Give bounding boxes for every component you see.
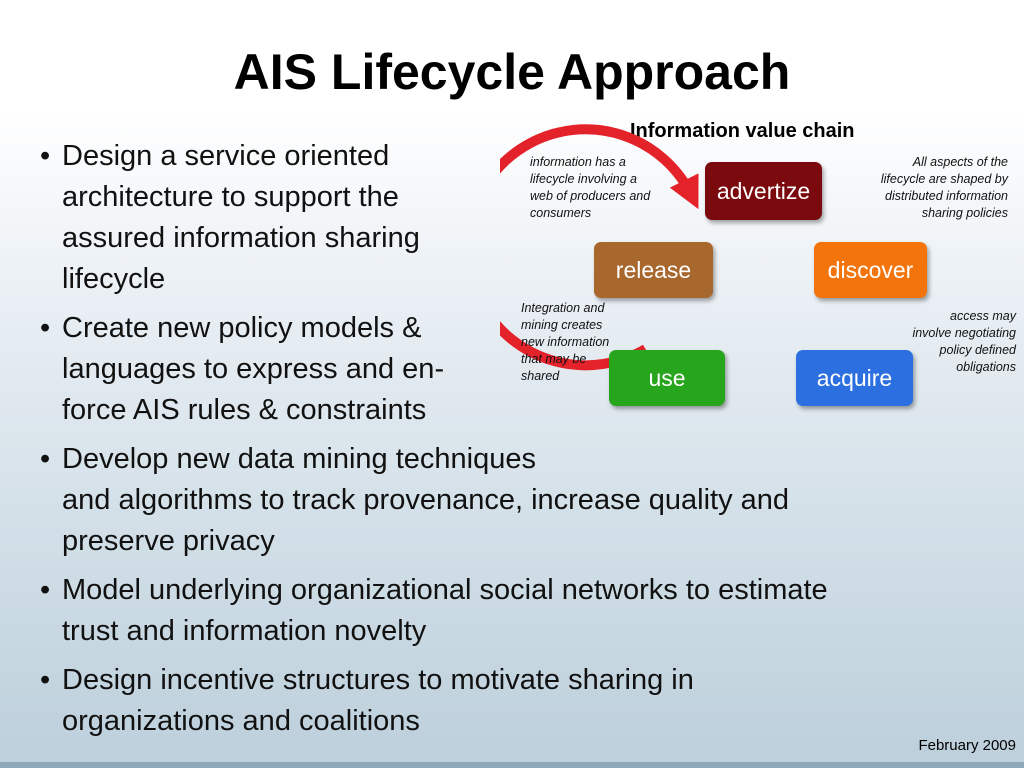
stage-label: acquire (816, 364, 893, 391)
bullet-line: Create new policy models & (62, 312, 422, 344)
note-line: information has a (530, 155, 626, 169)
bullet-line: assured information sharing (62, 222, 420, 254)
note-line: policy defined (939, 343, 1016, 357)
note-line: shared (521, 369, 560, 383)
note-top-left: information has a lifecycle involving a … (530, 154, 650, 222)
bullet-line: Develop new data mining techniques (62, 443, 536, 475)
bullet-line: architecture to support the (62, 181, 399, 213)
bullet-line: languages to express and en- (62, 353, 445, 385)
ring-arc (500, 124, 699, 371)
bullet-item: • Design a service oriented architecture… (40, 136, 1000, 300)
bullet-item: • Design incentive structures to motivat… (40, 660, 1000, 742)
bullet-item: • Create new policy models & languages t… (40, 308, 1000, 431)
stage-label: release (615, 256, 692, 283)
bullet-dot-icon: • (40, 312, 51, 344)
stage-release: release (594, 242, 713, 298)
bullet-line: and algorithms to track provenance, incr… (62, 484, 790, 516)
note-line: sharing policies (921, 206, 1008, 220)
bullet-line: trust and information novelty (62, 615, 427, 647)
bullet-dot-icon: • (40, 574, 51, 606)
note-line: web of producers and (530, 189, 651, 203)
note-line: consumers (530, 206, 592, 220)
bullet-line: Design incentive structures to motivate … (62, 664, 694, 696)
stage-label: advertize (716, 177, 811, 204)
note-line: access may (950, 309, 1016, 323)
stage-acquire: acquire (796, 350, 913, 406)
bullet-line: Design a service oriented (62, 140, 390, 172)
bullet-line: Model underlying organizational social n… (62, 574, 828, 606)
slide-title: AIS Lifecycle Approach (233, 44, 791, 100)
note-line: Integration and (521, 301, 605, 315)
stage-advertize: advertize (705, 162, 822, 220)
note-line: lifecycle involving a (530, 172, 637, 186)
footer-date: February 2009 (918, 737, 1016, 754)
note-mid-left: Integration and mining creates new infor… (521, 300, 609, 385)
stage-discover: discover (814, 242, 927, 298)
lifecycle-ring (500, 124, 699, 371)
bullet-list: • Design a service oriented architecture… (40, 136, 1000, 750)
bullet-line: organizations and coalitions (62, 705, 420, 737)
stage-use: use (609, 350, 725, 406)
note-line: new information (521, 335, 610, 349)
note-line: lifecycle are shaped by (880, 172, 1008, 186)
bullet-dot-icon: • (40, 443, 51, 475)
diagram-title: Information value chain (630, 120, 855, 142)
note-line: mining creates (521, 318, 603, 332)
note-line: involve negotiating (912, 326, 1016, 340)
bullet-dot-icon: • (40, 664, 51, 696)
bullet-line: force AIS rules & constraints (62, 394, 427, 426)
bullet-dot-icon: • (40, 140, 51, 172)
information-value-chain-diagram: Information value chain advertize discov… (500, 110, 1024, 440)
stage-label: discover (827, 256, 914, 283)
bullet-line: lifecycle (62, 263, 166, 295)
slide-bottom-bar (0, 762, 1024, 768)
stage-label: use (648, 364, 686, 391)
note-line: obligations (956, 360, 1016, 374)
note-top-right: All aspects of the lifecycle are shaped … (881, 154, 1008, 222)
bullet-item: • Model underlying organizational social… (40, 570, 1000, 652)
note-line: All aspects of the (912, 155, 1008, 169)
note-line: distributed information (885, 189, 1008, 203)
note-line: that may be (521, 352, 587, 366)
bullet-line: preserve privacy (62, 525, 275, 557)
note-mid-right: access may involve negotiating policy de… (912, 308, 1016, 376)
bullet-item: • Develop new data mining techniques and… (40, 439, 1000, 562)
